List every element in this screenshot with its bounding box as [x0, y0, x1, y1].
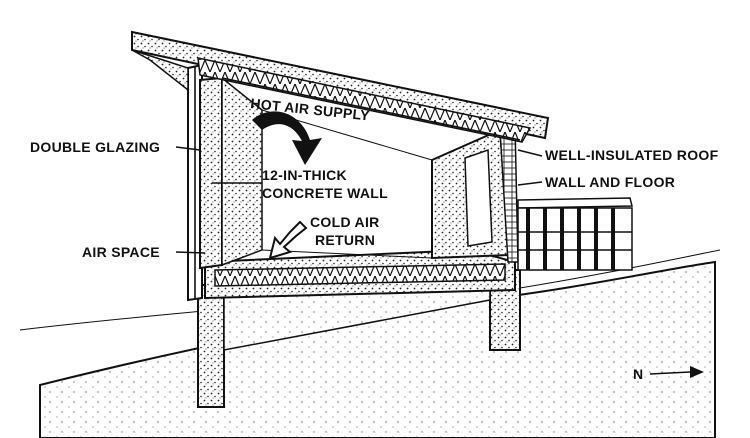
north-window: [464, 148, 493, 247]
label-concrete-wall-1: 12-IN-THICK: [262, 167, 347, 183]
south-footing: [197, 284, 225, 408]
label-concrete-wall-2: CONCRETE WALL: [262, 185, 388, 201]
label-roof: WELL-INSULATED ROOF: [545, 147, 719, 163]
cold-air-arrow: [268, 220, 308, 260]
label-double-glazing: DOUBLE GLAZING: [30, 139, 160, 155]
label-north: N: [633, 366, 643, 382]
hot-air-arrow: [252, 111, 322, 165]
label-wall-floor: WALL AND FLOOR: [545, 174, 675, 190]
roof-overhang: [131, 49, 189, 92]
north-arrow: [649, 366, 704, 378]
leader-lines: [175, 146, 543, 254]
label-air-space: AIR SPACE: [82, 244, 160, 260]
floor-truss: [214, 263, 506, 287]
neighbouring-building: [517, 197, 633, 271]
label-cold-air-2: RETURN: [315, 232, 375, 248]
concrete-wall-south: [199, 76, 223, 270]
label-cold-air-1: COLD AIR: [310, 214, 380, 230]
roof-truss: [197, 57, 532, 143]
